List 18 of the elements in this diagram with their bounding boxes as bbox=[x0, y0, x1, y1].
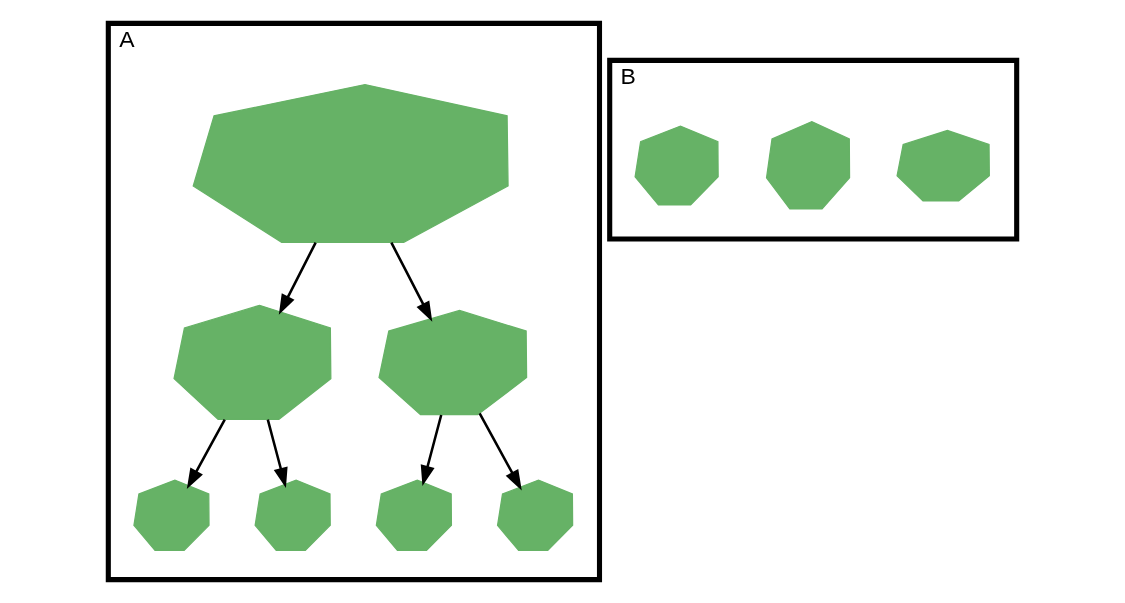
arrow bbox=[186, 419, 226, 489]
arrow bbox=[478, 412, 522, 491]
node-blob bbox=[133, 479, 210, 552]
node-blob bbox=[765, 120, 851, 210]
node-blob bbox=[254, 479, 331, 552]
node-blob bbox=[375, 479, 453, 552]
cluster: A bbox=[105, 20, 603, 583]
arrow bbox=[278, 242, 317, 315]
node-blob bbox=[192, 83, 509, 243]
node-blob bbox=[634, 125, 719, 206]
node-blob bbox=[896, 129, 990, 202]
node-blob bbox=[173, 304, 332, 420]
cluster: B bbox=[607, 57, 1020, 242]
arrow bbox=[266, 419, 288, 488]
arrow bbox=[420, 414, 443, 486]
node-blob bbox=[378, 309, 528, 416]
node-blob bbox=[496, 479, 574, 552]
arrow bbox=[390, 242, 433, 322]
